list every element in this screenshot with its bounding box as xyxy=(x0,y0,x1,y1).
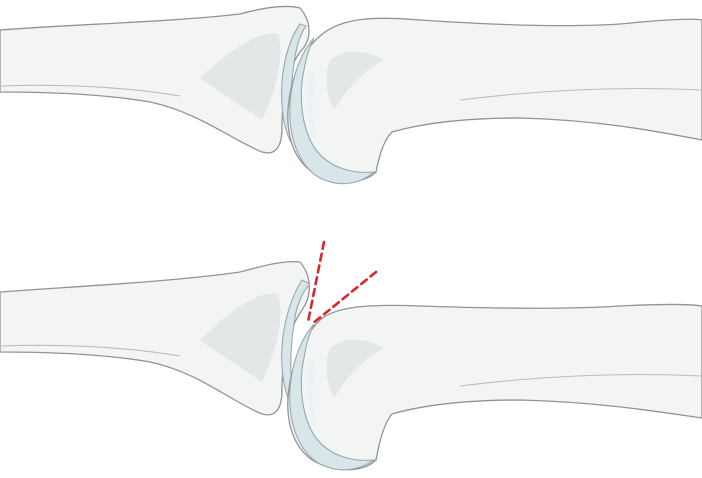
top-left-bone xyxy=(0,5,310,154)
guide-lines xyxy=(306,240,378,326)
bottom-left-bone xyxy=(0,260,310,416)
bottom-right-bone xyxy=(287,303,702,471)
top-panel xyxy=(0,5,702,185)
bottom-panel xyxy=(0,240,702,471)
guide-line-vertical xyxy=(306,240,326,324)
guide-line-diagonal xyxy=(310,270,378,326)
top-right-bone xyxy=(287,17,702,185)
